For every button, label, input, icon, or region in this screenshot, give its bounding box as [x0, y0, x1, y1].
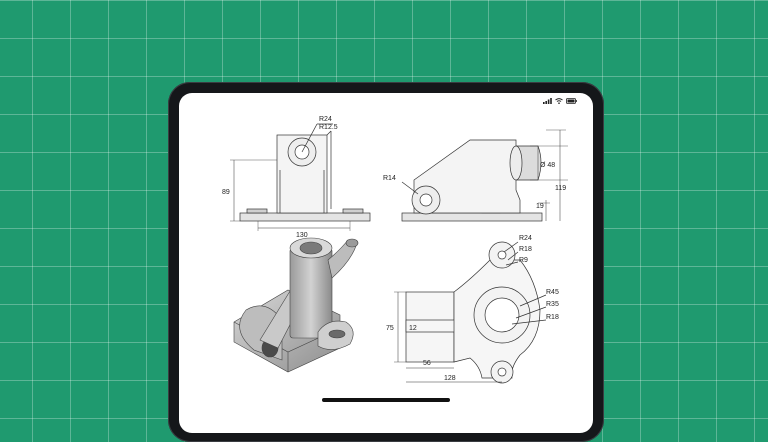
label-front-r12-5: R12.5 — [319, 124, 338, 131]
label-top-r45: R45 — [546, 289, 559, 296]
isometric-view — [233, 237, 359, 373]
technical-drawing: R24 R12.5 89 130 — [220, 110, 568, 393]
battery-icon — [566, 98, 577, 104]
label-front-89: 89 — [222, 189, 230, 196]
label-side-19: 19 — [536, 203, 544, 210]
label-side-119: 119 — [555, 185, 566, 192]
side-view — [401, 129, 568, 222]
wifi-icon — [555, 98, 563, 104]
label-top-r24: R24 — [519, 235, 532, 242]
top-view — [394, 241, 547, 384]
label-top-75: 75 — [386, 325, 394, 332]
label-front-130: 130 — [296, 232, 308, 239]
label-top-128: 128 — [444, 375, 456, 382]
signal-icon — [543, 98, 552, 104]
status-bar — [543, 98, 577, 104]
label-top-56: 56 — [423, 360, 431, 367]
label-side-diameter-48: Ø 48 — [540, 162, 555, 169]
label-side-r14: R14 — [383, 175, 396, 182]
drawing-canvas: R24 R12.5 89 130 — [222, 116, 568, 384]
tablet-frame: R24 R12.5 89 130 — [168, 82, 604, 442]
label-top-r35: R35 — [546, 301, 559, 308]
label-top-r18-b: R18 — [546, 314, 559, 321]
label-top-r18-a: R18 — [519, 246, 532, 253]
home-indicator[interactable] — [322, 398, 450, 402]
label-top-r9: R9 — [519, 257, 528, 264]
label-front-r24: R24 — [319, 116, 332, 123]
label-top-12: 12 — [409, 325, 417, 332]
front-view — [230, 123, 371, 231]
tablet-screen: R24 R12.5 89 130 — [179, 93, 593, 433]
